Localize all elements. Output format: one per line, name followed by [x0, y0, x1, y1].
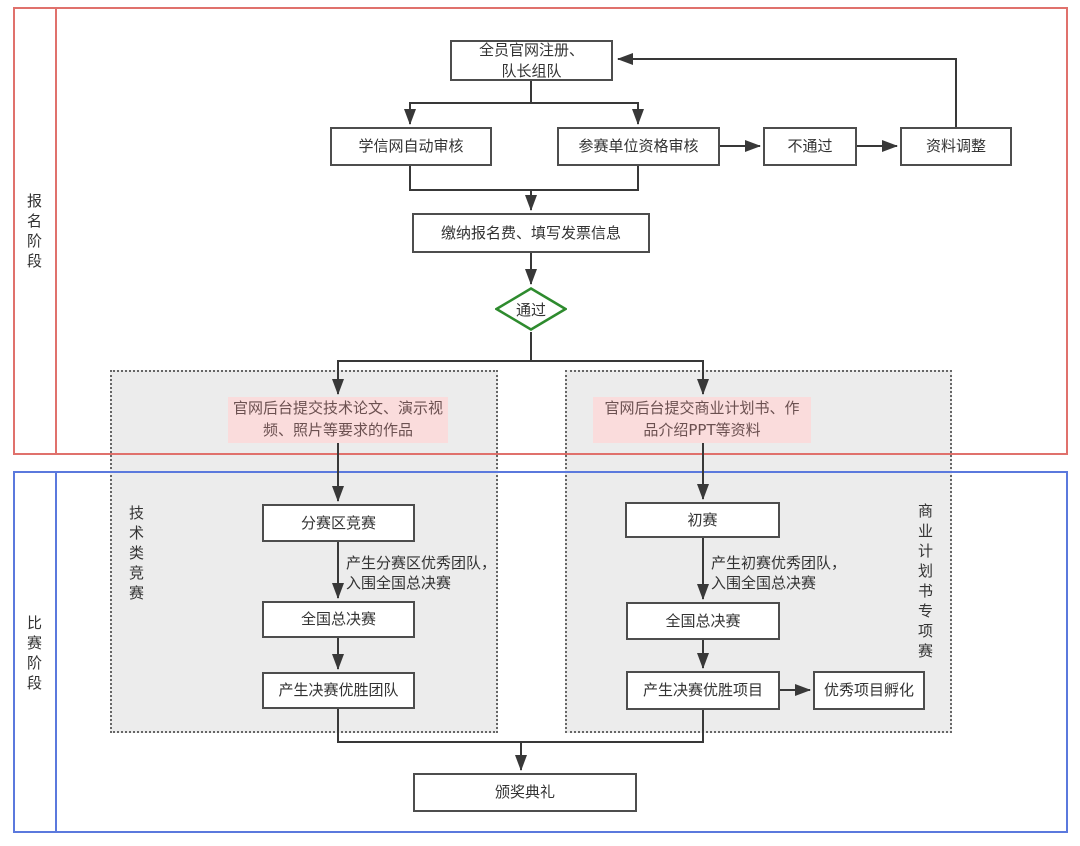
node-passed-decision: 通过 [495, 287, 567, 331]
node-submit-tech: 官网后台提交技术论文、演示视 频、照片等要求的作品 [228, 397, 448, 443]
node-finals-right: 全国总决赛 [626, 602, 780, 640]
diamond-label: 通过 [515, 300, 546, 319]
edge-adjust-to-register [617, 53, 957, 127]
lane-label-tech: 技术类竞赛 [127, 505, 145, 605]
edge-register-to-xuexin [404, 81, 532, 125]
node-unit-review: 参赛单位资格审核 [557, 127, 720, 166]
registration-label-divider [55, 7, 57, 455]
node-pay-fee: 缴纳报名费、填写发票信息 [412, 213, 650, 253]
node-winners-project: 产生决赛优胜项目 [626, 671, 780, 710]
node-submit-biz: 官网后台提交商业计划书、作 品介绍PPT等资料 [593, 397, 811, 443]
competition-phase-label: 比赛阶段 [25, 615, 43, 695]
node-incubation: 优秀项目孵化 [813, 671, 925, 710]
edge-review-merge-bar [409, 166, 639, 191]
node-winners-team: 产生决赛优胜团队 [262, 672, 415, 709]
node-ceremony: 颁奖典礼 [413, 773, 637, 812]
node-xuexin-review: 学信网自动审核 [330, 127, 492, 166]
lane-label-business: 商业计划书专项赛 [916, 503, 934, 663]
diamond-shape [495, 287, 567, 331]
node-adjust: 资料调整 [900, 127, 1012, 166]
annotation-preliminary-result: 产生初赛优秀团队， 入围全国总决赛 [711, 554, 847, 593]
competition-label-divider [55, 471, 57, 833]
node-not-passed: 不通过 [763, 127, 857, 166]
node-preliminary: 初赛 [625, 502, 780, 538]
edge-register-to-unit [531, 102, 644, 125]
annotation-regional-result: 产生分赛区优秀团队， 入围全国总决赛 [346, 554, 497, 593]
node-regional-competition: 分赛区竞赛 [262, 504, 415, 542]
node-register: 全员官网注册、 队长组队 [450, 40, 613, 81]
node-finals-left: 全国总决赛 [262, 601, 415, 638]
registration-phase-label: 报名阶段 [25, 193, 43, 273]
